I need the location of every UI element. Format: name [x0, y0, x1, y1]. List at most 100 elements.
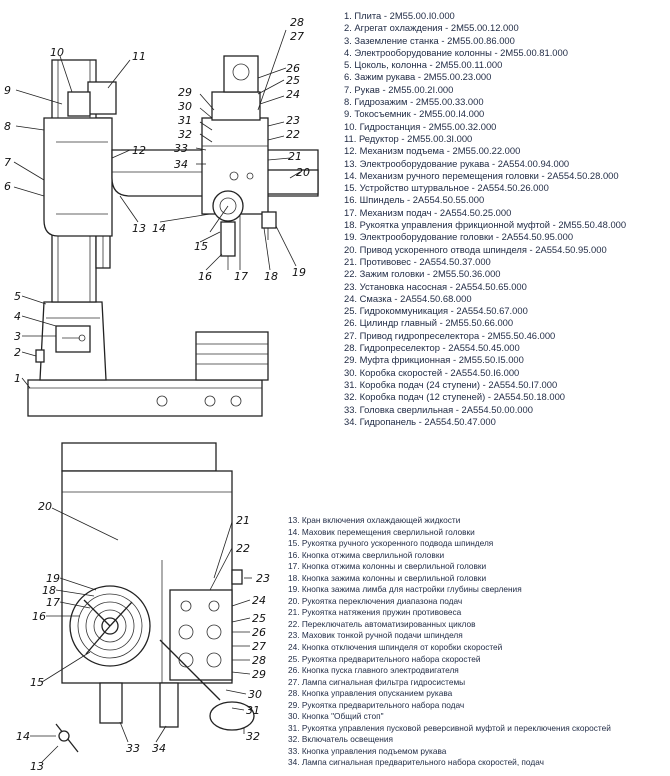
legend-top-item: 19. Электрооборудование головки - 2А554.… — [344, 231, 574, 243]
legend-bottom-item: 26. Кнопка пуска главного электродвигате… — [288, 665, 459, 676]
callout-bottom-26: 26 — [252, 626, 266, 639]
legend-top-item: 11. Редуктор - 2М55.00.3I.000 — [344, 132, 473, 144]
legend-top-item: 5. Цоколь, колонна - 2М55.00.11.000 — [344, 59, 503, 71]
callout-top-9: 9 — [4, 84, 11, 97]
callout-bottom-21: 21 — [236, 514, 250, 527]
legend-bottom-item: 16. Кнопка отжима сверлильной головки — [288, 549, 445, 560]
callout-top-1: 1 — [14, 372, 21, 385]
callout-top-33: 33 — [174, 142, 188, 155]
callout-top-24: 24 — [286, 88, 300, 101]
legend-top-item: 4. Электрооборудование колонны - 2М55.00… — [344, 46, 568, 58]
top-parts-legend: 1. Плита - 2М55.00.I0.000 2. Агрегат охл… — [344, 11, 626, 429]
arm-sleeve — [43, 117, 113, 237]
legend-bottom-item: 27. Лампа сигнальная фильтра гидросистем… — [288, 676, 466, 687]
legend-top-item: 28. Гидропреселектор - 2А554.50.45.000 — [344, 342, 520, 354]
legend-bottom-item: 15. Рукоятка ручного ускоренного подвода… — [288, 538, 494, 549]
callout-bottom-29: 29 — [252, 668, 266, 681]
top-callouts: 1 2 3 4 5 6 7 8 9 10 11 12 13 14 15 16 1… — [4, 16, 310, 385]
bottom-callouts: 13 14 15 16 17 18 19 20 21 22 23 24 25 2… — [16, 500, 270, 773]
callout-top-17: 17 — [234, 270, 248, 283]
top-leaders — [13, 29, 301, 389]
legend-bottom-item: 13. Кран включения охлаждающей жидкости — [288, 515, 461, 525]
legend-bottom-item: 14. Маховик перемещения сверлильной голо… — [288, 526, 475, 537]
legend-top-item: 2. Агрегат охлаждения - 2М55.00.12.000 — [344, 22, 519, 34]
column-top-motor — [87, 81, 117, 115]
legend-top-item: 3. Заземление станка - 2М55.00.86.000 — [344, 34, 515, 46]
legend-bottom-item: 28. Кнопка управления опусканием рукава — [288, 688, 453, 699]
callout-bottom-32: 32 — [246, 730, 260, 743]
callout-top-4: 4 — [14, 310, 21, 323]
callout-bottom-20: 20 — [38, 500, 52, 513]
legend-top-item: 23. Установка насосная - 2А554.50.65.000 — [344, 280, 527, 292]
control-panel — [169, 589, 233, 681]
callout-bottom-28: 28 — [252, 654, 266, 667]
column-electric-box — [55, 325, 91, 353]
legend-top-item: 30. Коробка скоростей - 2А554.50.I6.000 — [344, 366, 520, 378]
base-plate — [27, 379, 263, 417]
legend-top-item: 32. Коробка подач (12 ступеней) - 2А554.… — [344, 391, 566, 403]
legend-bottom-item: 33. Кнопка управления подъемом рукава — [288, 745, 447, 756]
legend-bottom-item: 31. Рукоятка управления пусковой реверси… — [288, 722, 611, 733]
callout-top-8: 8 — [4, 120, 11, 133]
legend-top-item: 29. Муфта фрикционная - 2М55.50.I5.000 — [344, 354, 524, 366]
callout-top-7: 7 — [4, 156, 11, 169]
callout-bottom-24: 24 — [252, 594, 266, 607]
callout-top-32: 32 — [178, 128, 192, 141]
legend-top-item: 13. Электрооборудование рукава - 2А554.0… — [344, 157, 570, 169]
legend-top-item: 9. Токосъемник - 2М55.00.I4.000 — [344, 108, 485, 120]
callout-bottom-15: 15 — [30, 676, 44, 689]
legend-top-item: 27. Привод гидропреселектора - 2М55.50.4… — [344, 329, 556, 341]
callout-top-2: 2 — [14, 346, 21, 359]
top-machine-view — [27, 55, 319, 417]
legend-top-item: 1. Плита - 2М55.00.I0.000 — [344, 10, 455, 21]
legend-bottom-item: 21. Рукоятка натяжения пружин противовес… — [288, 607, 462, 618]
callout-bottom-25: 25 — [252, 612, 266, 625]
legend-top-item: 14. Механизм ручного перемещения головки… — [344, 169, 619, 181]
callout-top-11: 11 — [132, 50, 146, 63]
callout-top-20: 20 — [296, 166, 310, 179]
callout-top-34: 34 — [174, 158, 188, 171]
callout-bottom-14: 14 — [16, 730, 30, 743]
legend-bottom-item: 24. Кнопка отключения шпинделя от коробк… — [288, 642, 503, 653]
callout-top-16: 16 — [198, 270, 212, 283]
callout-top-6: 6 — [4, 180, 11, 193]
callout-bottom-31: 31 — [246, 704, 260, 717]
callout-top-19: 19 — [292, 266, 306, 279]
bottom-head-view — [55, 442, 255, 753]
callout-top-28: 28 — [290, 16, 304, 29]
legend-top-item: 22. Зажим головки - 2М55.50.36.000 — [344, 268, 501, 280]
legend-top-item: 6. Зажим рукава - 2М55.00.23.000 — [344, 71, 492, 83]
callout-bottom-17: 17 — [46, 596, 60, 609]
callout-top-14: 14 — [152, 222, 166, 235]
legend-top-item: 17. Механизм подач - 2А554.50.25.000 — [344, 206, 512, 218]
legend-top-item: 33. Головка сверлильная - 2А554.50.00.00… — [344, 403, 533, 415]
legend-top-item: 31. Коробка подач (24 ступени) - 2А554.5… — [344, 378, 558, 390]
callout-top-26: 26 — [286, 62, 300, 75]
callout-bottom-33: 33 — [126, 742, 140, 755]
legend-top-item: 15. Устройство штурвальное - 2А554.50.26… — [344, 182, 549, 194]
callout-bottom-16: 16 — [32, 610, 46, 623]
legend-bottom-item: 34. Лампа сигнальная предварительного на… — [288, 757, 544, 768]
callout-top-21: 21 — [288, 150, 302, 163]
legend-top-item: 34. Гидропанель - 2А554.50.47.000 — [344, 415, 496, 427]
callout-bottom-27: 27 — [252, 640, 266, 653]
callout-top-25: 25 — [286, 74, 300, 87]
legend-top-item: 12. Механизм подъема - 2М55.00.22.000 — [344, 145, 521, 157]
bottom-leaders — [30, 507, 252, 763]
legend-bottom-item: 30. Кнопка "Общий стоп" — [288, 711, 384, 722]
callout-bottom-30: 30 — [248, 688, 262, 701]
callout-bottom-23: 23 — [256, 572, 270, 585]
callout-top-29: 29 — [178, 86, 192, 99]
callout-bottom-22: 22 — [236, 542, 250, 555]
worktable — [195, 331, 269, 381]
bottom-controls-legend: 13. Кран включения охлаждающей жидкости … — [288, 516, 611, 770]
callout-top-31: 31 — [178, 114, 192, 127]
callout-top-18: 18 — [264, 270, 278, 283]
legend-bottom-item: 32. Включатель освещения — [288, 734, 393, 745]
head-top-cover — [61, 442, 217, 472]
legend-bottom-item: 19. Кнопка зажима лимба для настройки гл… — [288, 584, 522, 595]
legend-top-item: 25. Гидрокоммуникация - 2А554.50.67.000 — [344, 305, 528, 317]
legend-top-item: 8. Гидрозажим - 2М55.00.33.000 — [344, 96, 484, 108]
callout-top-13: 13 — [132, 222, 146, 235]
